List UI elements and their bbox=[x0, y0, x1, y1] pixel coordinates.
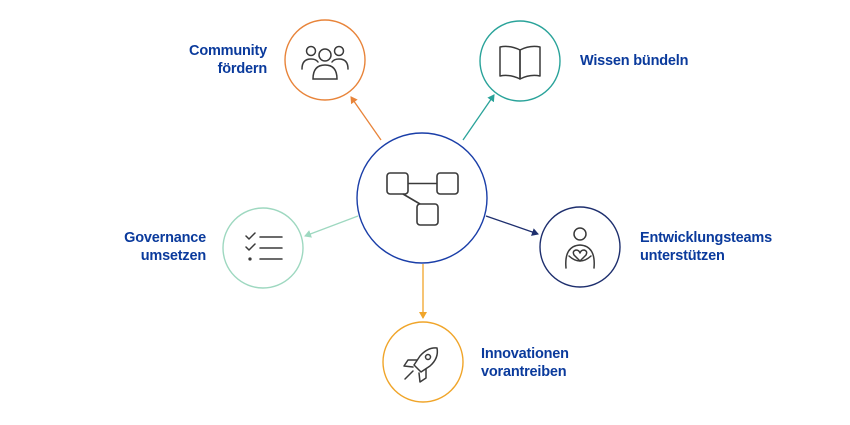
label-community: Community fördern bbox=[175, 42, 267, 78]
checklist-icon bbox=[245, 232, 283, 261]
label-entwicklung-line-2: unterstützen bbox=[640, 248, 725, 264]
label-wissen: Wissen bündeln bbox=[580, 52, 688, 70]
governance-node bbox=[222, 207, 304, 289]
connector-community bbox=[350, 96, 382, 141]
person-holding-heart-icon bbox=[565, 227, 595, 269]
connector-entwicklung bbox=[485, 215, 539, 236]
label-innovation-line-2: vorantreiben bbox=[481, 364, 567, 380]
innovation-node bbox=[382, 321, 464, 403]
connector-wissen bbox=[462, 94, 495, 141]
label-innovation: Innovationen vorantreiben bbox=[481, 345, 569, 381]
label-community-line-1: Community bbox=[189, 43, 267, 59]
center-node bbox=[356, 132, 488, 264]
label-wissen-line-1: Wissen bündeln bbox=[580, 53, 689, 69]
label-entwicklung-line-1: Entwicklungsteams bbox=[640, 230, 772, 246]
label-governance-line-2: umsetzen bbox=[140, 248, 206, 264]
label-community-line-2: fördern bbox=[217, 61, 268, 77]
community-node bbox=[284, 19, 366, 101]
label-innovation-line-1: Innovationen bbox=[481, 346, 569, 362]
label-entwicklung: Entwicklungsteams unterstützen bbox=[640, 229, 772, 265]
hierarchy-nodes-icon bbox=[386, 172, 459, 226]
entwicklung-node bbox=[539, 206, 621, 288]
open-book-icon bbox=[499, 45, 541, 80]
people-group-icon bbox=[301, 45, 349, 80]
rocket-icon bbox=[403, 347, 439, 383]
label-governance-line-1: Governance bbox=[124, 230, 206, 246]
label-governance: Governance umsetzen bbox=[110, 229, 206, 265]
wissen-node bbox=[479, 20, 561, 102]
connector-governance bbox=[304, 215, 359, 238]
